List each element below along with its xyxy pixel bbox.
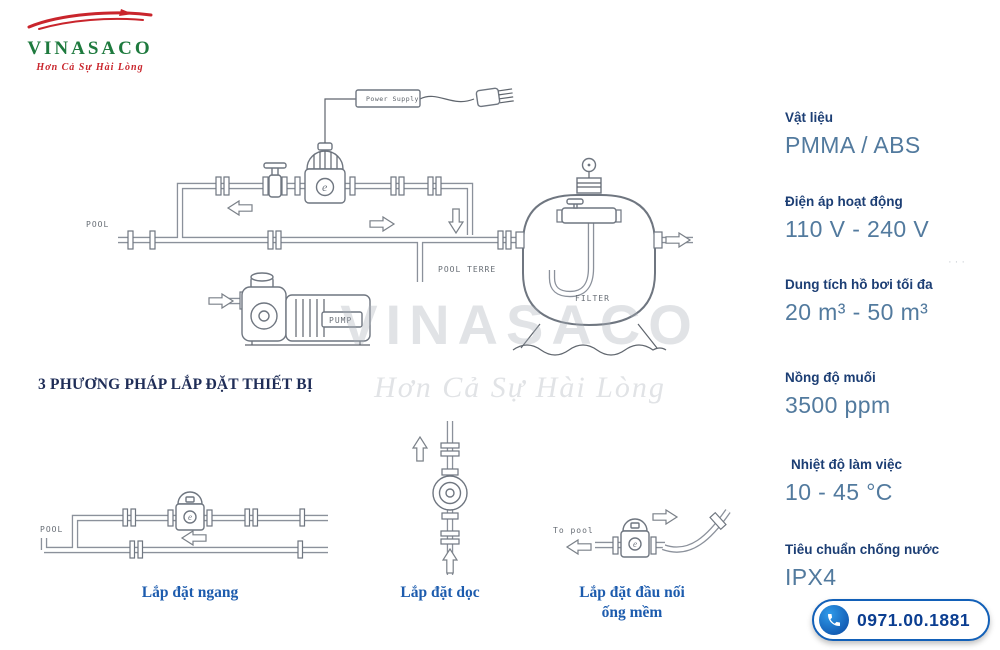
hose-coupling <box>709 511 727 531</box>
caption-horizontal: Lắp đặt ngang <box>141 584 239 601</box>
to-pool-label: To pool <box>553 526 594 535</box>
spec-waterproof: Tiêu chuẩn chống nước IPX4 <box>785 542 939 591</box>
spec-value: PMMA / ABS <box>785 132 921 158</box>
spec-value: IPX4 <box>785 564 837 590</box>
spec-voltage: Điện áp hoạt động 110 V - 240 V <box>785 194 929 243</box>
spec-temperature: Nhiệt độ làm việc 10 - 45 °C <box>785 457 902 506</box>
spec-label: Nồng độ muối <box>785 370 876 385</box>
flow-arrow <box>412 436 428 462</box>
internal-hook-pipe <box>548 221 595 298</box>
spec-label: Điện áp hoạt động <box>785 194 903 209</box>
pool-label: POOL <box>40 525 63 534</box>
chlorinator-device: e <box>167 491 213 531</box>
spec-value: 110 V - 240 V <box>785 216 930 242</box>
chlorinator-device: e <box>294 142 356 204</box>
pool-label: POOL <box>86 220 109 229</box>
device-e-mark: e <box>322 180 328 194</box>
filter-label: FILTER <box>575 294 610 303</box>
logo-name: VINASACO <box>27 38 153 59</box>
spec-value: 3500 ppm <box>785 392 891 418</box>
logo-ship-icon <box>27 9 153 30</box>
spec-material: Vật liệu PMMA / ABS <box>785 110 921 159</box>
pipe-fittings <box>440 442 460 545</box>
logo-tagline: Hơn Cả Sự Hài Lòng <box>36 62 144 73</box>
spec-value: 20 m³ - 50 m³ <box>785 299 929 325</box>
flow-arrow <box>652 509 678 525</box>
method-hose-diagram: e To pool <box>553 509 731 558</box>
spec-label: Nhiệt độ làm việc <box>791 457 903 472</box>
flow-arrow <box>181 530 207 546</box>
method-horizontal-diagram: e POOL <box>40 491 328 559</box>
phone-icon <box>819 605 849 635</box>
caption-vertical: Lắp đặt dọc <box>400 584 480 601</box>
spec-capacity: Dung tích hồ bơi tối đa 20 m³ - 50 m³ <box>785 277 933 326</box>
filter-tank: FILTER <box>512 157 667 356</box>
phone-number: 0971.00.1881 <box>857 609 971 630</box>
spec-label: Dung tích hồ bơi tối đa <box>785 277 933 292</box>
logo: VINASACO Hơn Cả Sự Hài Lòng <box>10 6 170 73</box>
caption-hose: Lắp đặt đầu nối ống mềm <box>579 584 685 622</box>
power-supply-box: Power Supply <box>324 89 475 143</box>
plug-icon <box>475 87 514 108</box>
device-e-mark: e <box>188 512 192 522</box>
spec-label: Tiêu chuẩn chống nước <box>785 542 940 557</box>
pool-terre-label: POOL TERRE <box>438 265 496 274</box>
pump-group: PUMP <box>241 272 371 346</box>
spec-label: Vật liệu <box>785 110 834 125</box>
valve <box>262 162 288 198</box>
flow-arrow <box>566 539 592 555</box>
pipe-fittings <box>122 508 306 559</box>
flow-arrow <box>442 548 458 574</box>
section-title: 3 PHƯƠNG PHÁP LẮP ĐẶT THIẾT BỊ <box>38 376 314 393</box>
multiport-valve <box>556 198 622 224</box>
chlorinator-device <box>432 475 468 511</box>
main-diagram: e Power Supply <box>86 87 693 356</box>
spec-value: 10 - 45 °C <box>785 479 893 505</box>
chlorinator-device: e <box>612 518 657 558</box>
spec-salt: Nồng độ muối 3500 ppm <box>785 370 891 419</box>
power-supply-label: Power Supply <box>366 95 419 103</box>
pipes-group <box>40 514 328 554</box>
device-e-mark: e <box>633 539 637 549</box>
decorative-dots: ··· <box>948 256 968 268</box>
phone-badge[interactable]: 0971.00.1881 <box>812 599 990 641</box>
method-vertical-diagram <box>412 421 468 575</box>
pump-label: PUMP <box>329 316 352 325</box>
